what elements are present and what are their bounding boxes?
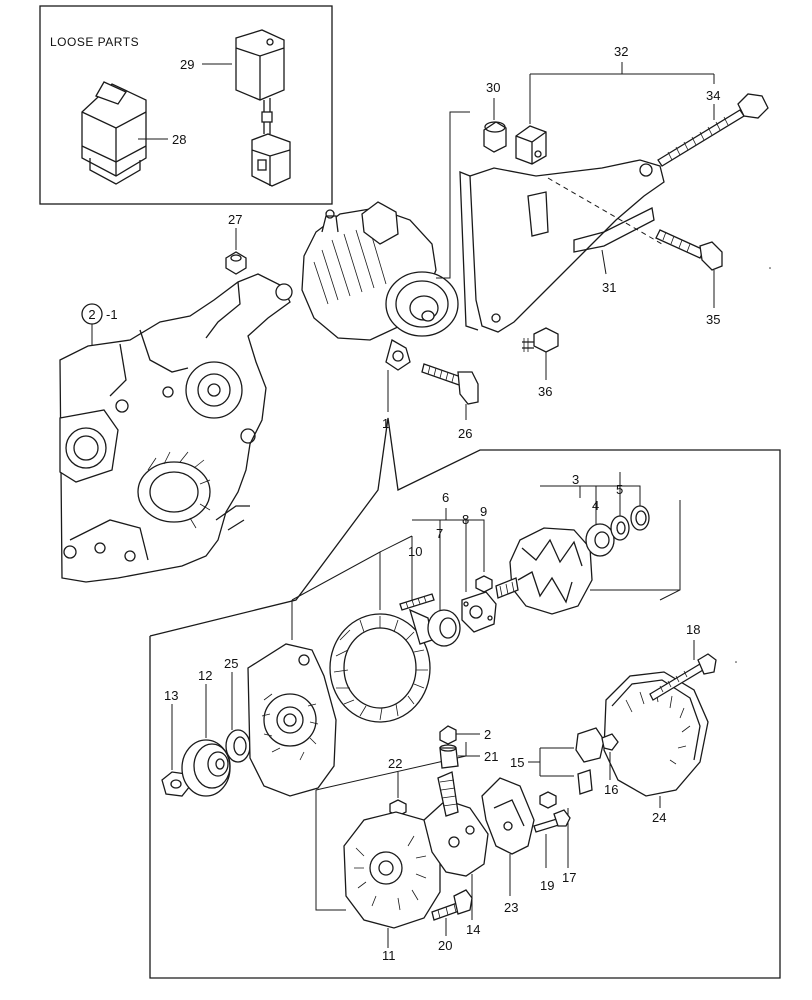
callout-30: 30: [486, 80, 500, 95]
bolt-part-36: [522, 327, 559, 353]
engine-front-housing: [59, 273, 293, 583]
washer-part-5: [610, 515, 630, 541]
callout-6: 6: [442, 490, 449, 505]
callout-11: 11: [382, 948, 396, 963]
callout-3: 3: [572, 472, 579, 487]
rectifier-part-14: [423, 771, 489, 877]
ring-part-3b: [630, 505, 650, 531]
callout-35: 35: [706, 312, 720, 327]
bolt-part-35: [655, 229, 723, 271]
callout-22: 22: [388, 756, 402, 771]
callout-21: 21: [484, 749, 498, 764]
callout-23: 23: [504, 900, 518, 915]
loose-parts-title: LOOSE PARTS: [50, 35, 139, 49]
callout-12: 12: [198, 668, 212, 683]
callout-14: 14: [466, 922, 480, 937]
screw-part-19: [533, 809, 571, 833]
relay-part-28: [81, 81, 147, 185]
callout-16: 16: [604, 782, 618, 797]
bearing-part-4: [585, 523, 615, 557]
callout-24: 24: [652, 810, 666, 825]
nut-part-2: [439, 725, 457, 745]
bracket-part-31: [459, 159, 665, 333]
callout-8: 8: [462, 512, 469, 527]
spacer-part-30: [483, 121, 507, 153]
callout-19: 19: [540, 878, 554, 893]
leader-6-group: [412, 508, 485, 612]
bolt-part-26: [421, 363, 479, 405]
bearing-part-7: [427, 609, 461, 647]
callout-2: 2: [484, 727, 491, 742]
regulator-part-23: [481, 777, 535, 855]
callout-29: 29: [180, 57, 194, 72]
leader-15: [528, 747, 574, 777]
callout-10: 10: [408, 544, 422, 559]
screw-part-17: [539, 791, 557, 809]
scan-speck: [769, 267, 771, 269]
frame-link-lines: [291, 535, 413, 640]
callout-7: 7: [436, 526, 443, 541]
stator-part: [329, 608, 433, 723]
pulley-part-12: [181, 739, 231, 797]
rotor-frame-lines: [590, 500, 681, 601]
collar-part-25: [225, 729, 251, 763]
bolt-part-20: [431, 889, 473, 921]
leader-31: [601, 249, 607, 275]
ref-suffix-1: -1: [106, 307, 118, 322]
drive-end-frame: [247, 643, 337, 797]
callout-18: 18: [686, 622, 700, 637]
callout-31: 31: [602, 280, 616, 295]
long-bolt-part-34: [657, 93, 769, 167]
bolt-part-18: [649, 653, 717, 701]
callout-labels: 1 2 3 4 5 6 7 8 9 10 11 12 13 14 15 16 1…: [164, 44, 720, 963]
rotor-part-3: [495, 527, 593, 615]
leader-3-group: [540, 472, 641, 526]
screw-part-16: [601, 733, 619, 751]
nut-part-27: [225, 251, 247, 275]
callout-32: 32: [614, 44, 628, 59]
alternator-assembly: [301, 201, 459, 371]
callout-1: 1: [382, 416, 389, 431]
callout-25: 25: [224, 656, 238, 671]
plate-part-8: [461, 591, 497, 633]
rear-frame-part-11: [343, 811, 441, 929]
callout-5: 5: [616, 482, 623, 497]
leader-bracket-link: [436, 111, 470, 279]
scan-speck: [735, 661, 737, 663]
callout-13: 13: [164, 688, 178, 703]
callout-17: 17: [562, 870, 576, 885]
block-part-32: [515, 125, 547, 165]
callout-26: 26: [458, 426, 472, 441]
stud-part-10: [399, 593, 435, 611]
callout-27: 27: [228, 212, 242, 227]
callout-34: 34: [706, 88, 720, 103]
exploded-view-frame: [149, 417, 781, 979]
screw-part-9: [475, 575, 493, 593]
callout-15: 15: [510, 755, 524, 770]
callout-28: 28: [172, 132, 186, 147]
ref-label-2: 2: [88, 307, 95, 322]
insulator-part-21: [439, 744, 459, 769]
callout-20: 20: [438, 938, 452, 953]
loose-parts-box: [39, 5, 333, 205]
callout-4: 4: [592, 498, 599, 513]
rear-cover-part-24: [603, 671, 709, 797]
callout-36: 36: [538, 384, 552, 399]
leader-32: [529, 62, 715, 124]
brush-holder-part-15: [575, 727, 605, 795]
callout-9: 9: [480, 504, 487, 519]
bracket-dashed-line: [547, 177, 663, 245]
controller-part-29: [235, 29, 291, 187]
